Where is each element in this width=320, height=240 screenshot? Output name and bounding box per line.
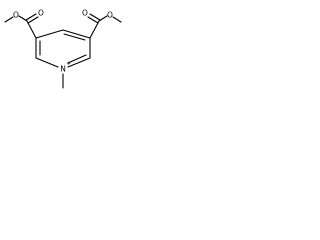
atom-o-ester-left: O — [13, 11, 19, 20]
bond-right-c-ring — [89, 20, 100, 39]
bond-left-methyl-o — [4, 16, 14, 23]
atom-labels-group: O O O O N + — [13, 9, 113, 74]
atom-o-carbonyl-right: O — [82, 9, 88, 18]
ring-bond-c4-c5 — [62, 29, 91, 39]
ring-bond-c4-c5-inner — [63, 33, 86, 41]
atom-n-ring: N — [60, 65, 66, 74]
ring-bond-n-c2 — [35, 57, 59, 68]
atom-o-ester-right: O — [107, 11, 113, 20]
bond-right-c-o-double-1 — [89, 13, 101, 21]
structure-diagram: O O O O N + — [4, 9, 122, 89]
bond-left-c-o-double-1 — [25, 13, 37, 21]
ring-bond-c6-n-inner — [67, 54, 87, 64]
bond-left-c-o-double-2 — [27, 16, 39, 24]
atom-n-charge: + — [66, 61, 71, 67]
bonds-group — [4, 13, 122, 89]
bond-right-methyl-o — [112, 16, 122, 23]
ring-bond-c3-c4 — [35, 29, 64, 39]
ring-bond-c6-n — [67, 57, 91, 68]
atom-o-carbonyl-left: O — [38, 9, 44, 18]
bond-left-c-ring — [26, 20, 37, 39]
bond-right-c-o-double-2 — [87, 16, 99, 24]
